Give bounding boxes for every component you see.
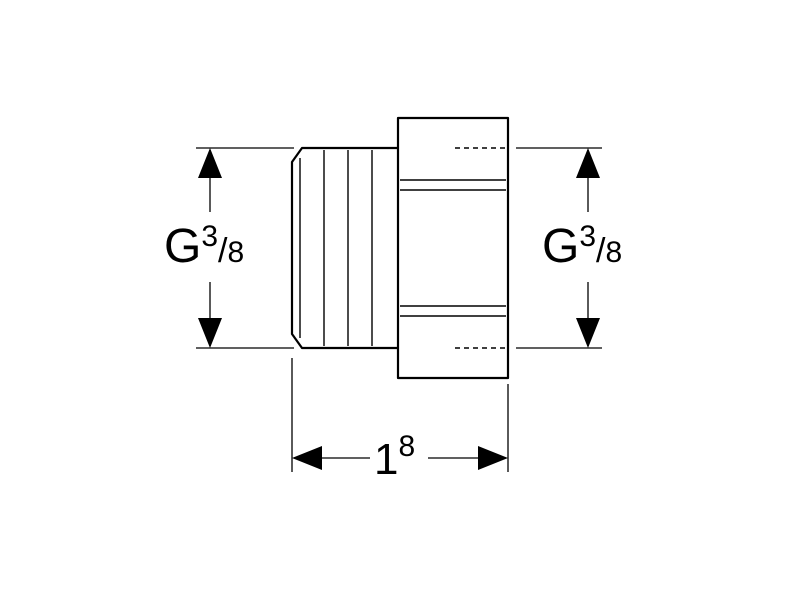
- bottom-arrow-right-icon: [478, 446, 508, 470]
- hex-body-outline: [396, 116, 510, 380]
- dimension-lines: [196, 147, 602, 472]
- left-arrow-down-icon: [198, 318, 222, 348]
- left-dimension-label: G3/8: [164, 220, 244, 273]
- right-arrow-up-icon: [576, 148, 600, 178]
- adapter-part: [290, 116, 510, 380]
- length-dimension-label: 18: [374, 430, 415, 484]
- right-dimension-label: G3/8: [542, 220, 622, 273]
- right-arrow-down-icon: [576, 318, 600, 348]
- bottom-arrow-left-icon: [292, 446, 322, 470]
- threaded-spigot-outline: [290, 146, 398, 350]
- left-arrow-up-icon: [198, 148, 222, 178]
